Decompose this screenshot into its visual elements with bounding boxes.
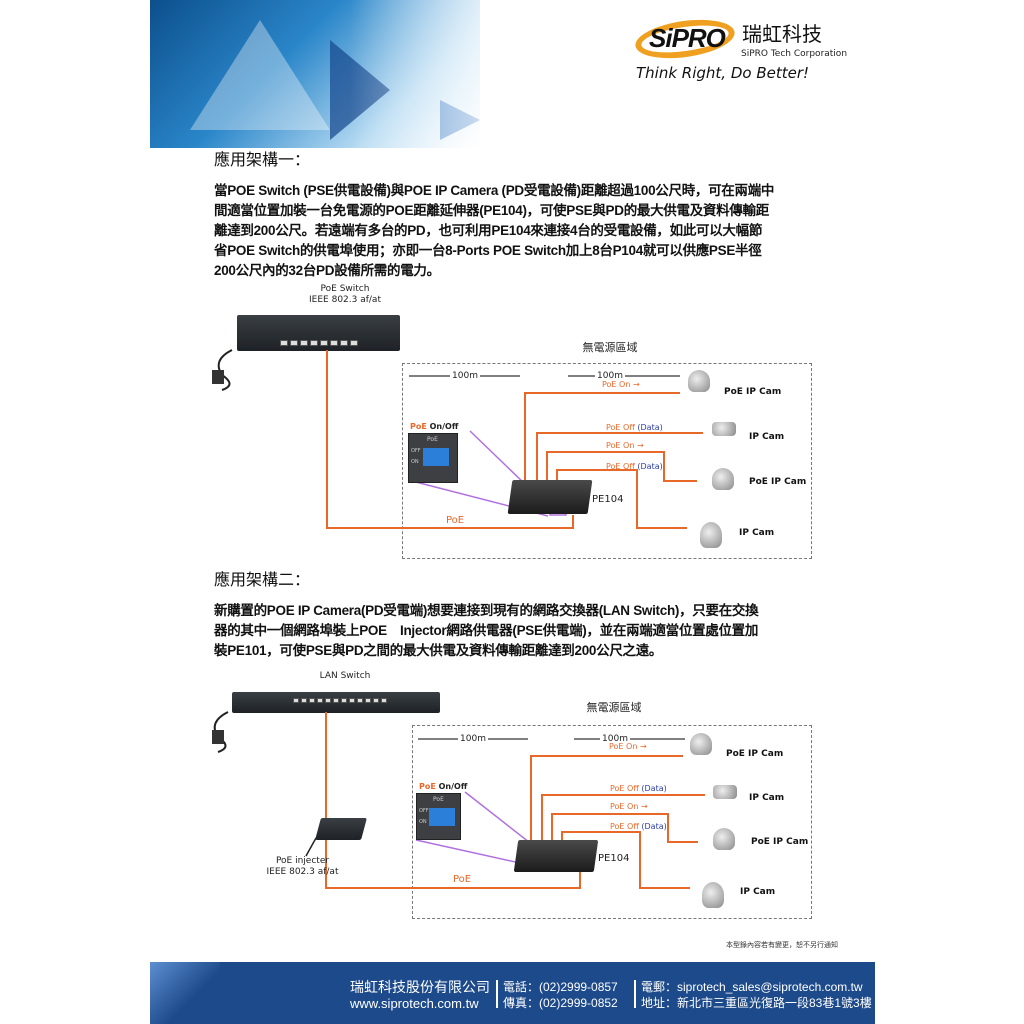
logo-wordmark: SiPRO <box>649 23 726 53</box>
poe-onoff-label: PoE On/Off <box>419 782 468 791</box>
zone-label: 無電源區域 <box>582 341 638 354</box>
section2-title: 應用架構二： <box>214 570 311 589</box>
company-logo: SiPRO 瑞虹科技 SiPRO Tech Corporation <box>632 14 847 66</box>
distance-label: 100m <box>595 371 625 382</box>
text-line: 裝PE101，可使PSE與PD之間的最大供電及資料傳輸距離達到200公尺之遠。 <box>214 643 663 658</box>
text-line: 器的其中一個網路埠裝上POE Injector網路供電器(PSE供電端)，並在兩… <box>214 623 759 638</box>
camera-label: PoE IP Cam <box>751 837 809 847</box>
camera-label: IP Cam <box>739 528 775 538</box>
dome-camera-icon <box>712 468 734 490</box>
logo-company-en: SiPRO Tech Corporation <box>741 49 848 59</box>
footer-company: 瑞虹科技股份有限公司 <box>350 979 490 995</box>
link-3-label: PoE On → <box>610 802 648 811</box>
poe-dip-switch-panel: PoE OFF ON <box>416 793 461 840</box>
link-2-label: PoE Off (Data) <box>606 423 663 432</box>
camera-label: PoE IP Cam <box>749 477 807 487</box>
poe-dip-switch-panel: PoE OFF ON <box>408 433 458 483</box>
ptz-camera-icon <box>688 370 710 392</box>
switch-label: LAN Switch <box>319 671 371 681</box>
camera-label: PoE IP Cam <box>726 749 784 759</box>
dome-camera-icon <box>713 828 735 850</box>
footer: 瑞虹科技股份有限公司 www.siprotech.com.tw 電話：(02)2… <box>150 962 875 1024</box>
footer-address: 地址：新北市三重區光復路一段83巷1號3樓 <box>641 996 872 1010</box>
speed-dome-camera-icon <box>700 522 722 548</box>
footer-email: 電郵：siprotech_sales@siprotech.com.tw <box>641 980 863 994</box>
link-1-label: PoE On → <box>602 380 640 389</box>
slogan: Think Right, Do Better! <box>636 64 810 82</box>
link-2-label: PoE Off (Data) <box>610 784 667 793</box>
poe-label: PoE <box>446 515 465 526</box>
distance-label: 100m <box>458 734 488 745</box>
speed-dome-camera-icon <box>702 882 724 908</box>
no-power-zone <box>402 363 812 559</box>
no-power-zone <box>412 725 812 919</box>
footer-fax: 傳真：(02)2999-0852 <box>503 996 618 1010</box>
footer-phone: 電話：(02)2999-0857 <box>503 980 618 994</box>
pe104-device-image <box>513 840 599 872</box>
link-1-label: PoE On → <box>609 742 647 751</box>
section1-paragraph: 當POE Switch (PSE供電設備)與POE IP Camera (PD受… <box>214 181 774 281</box>
wiring-lines <box>212 349 703 529</box>
device-label: PE104 <box>592 494 624 505</box>
text-line: 當POE Switch (PSE供電設備)與POE IP Camera (PD受… <box>214 183 775 198</box>
text-line: 新購置的POE IP Camera(PD受電端)想要連接到現有的網路交換器(LA… <box>214 603 759 618</box>
header-banner <box>150 0 875 148</box>
distance-label: 100m <box>600 734 630 745</box>
footer-website: www.siprotech.com.tw <box>350 996 479 1011</box>
text-line: 200公尺內的32台PD設備所需的電力。 <box>214 263 440 278</box>
ptz-camera-icon <box>690 733 712 755</box>
text-line: 離達到200公尺。若遠端有多台的PD，也可利用PE104來連接4台的受電設備，如… <box>214 223 763 238</box>
text-line: 間適當位置加裝一台免電源的POE距離延伸器(PE104)，可使PSE與PD的最大… <box>214 203 769 218</box>
camera-label: IP Cam <box>749 432 785 442</box>
section1-title: 應用架構一： <box>214 150 311 169</box>
lan-switch-image <box>232 692 440 713</box>
zone-label: 無電源區域 <box>586 701 642 714</box>
poe-injector-image <box>315 818 367 840</box>
bullet-camera-icon <box>712 422 736 436</box>
device-label: PE104 <box>598 853 630 864</box>
poe-onoff-label: PoE On/Off <box>410 422 459 431</box>
camera-label: IP Cam <box>749 793 785 803</box>
link-4-label: PoE Off (Data) <box>606 462 663 471</box>
logo-company-cn: 瑞虹科技 <box>742 22 822 46</box>
section2-paragraph: 新購置的POE IP Camera(PD受電端)想要連接到現有的網路交換器(LA… <box>214 601 759 661</box>
camera-label: IP Cam <box>740 887 776 897</box>
poe-switch-image <box>237 315 400 351</box>
poe-label: PoE <box>453 874 472 885</box>
link-4-label: PoE Off (Data) <box>610 822 667 831</box>
disclaimer-note: 本型錄內容若有變更，恕不另行通知 <box>726 941 838 949</box>
distance-label: 100m <box>450 371 480 382</box>
bullet-camera-icon <box>713 785 737 799</box>
link-3-label: PoE On → <box>606 441 644 450</box>
text-line: 省POE Switch的供電埠使用；亦即一台8-Ports POE Switch… <box>214 243 762 258</box>
camera-label: PoE IP Cam <box>724 387 782 397</box>
